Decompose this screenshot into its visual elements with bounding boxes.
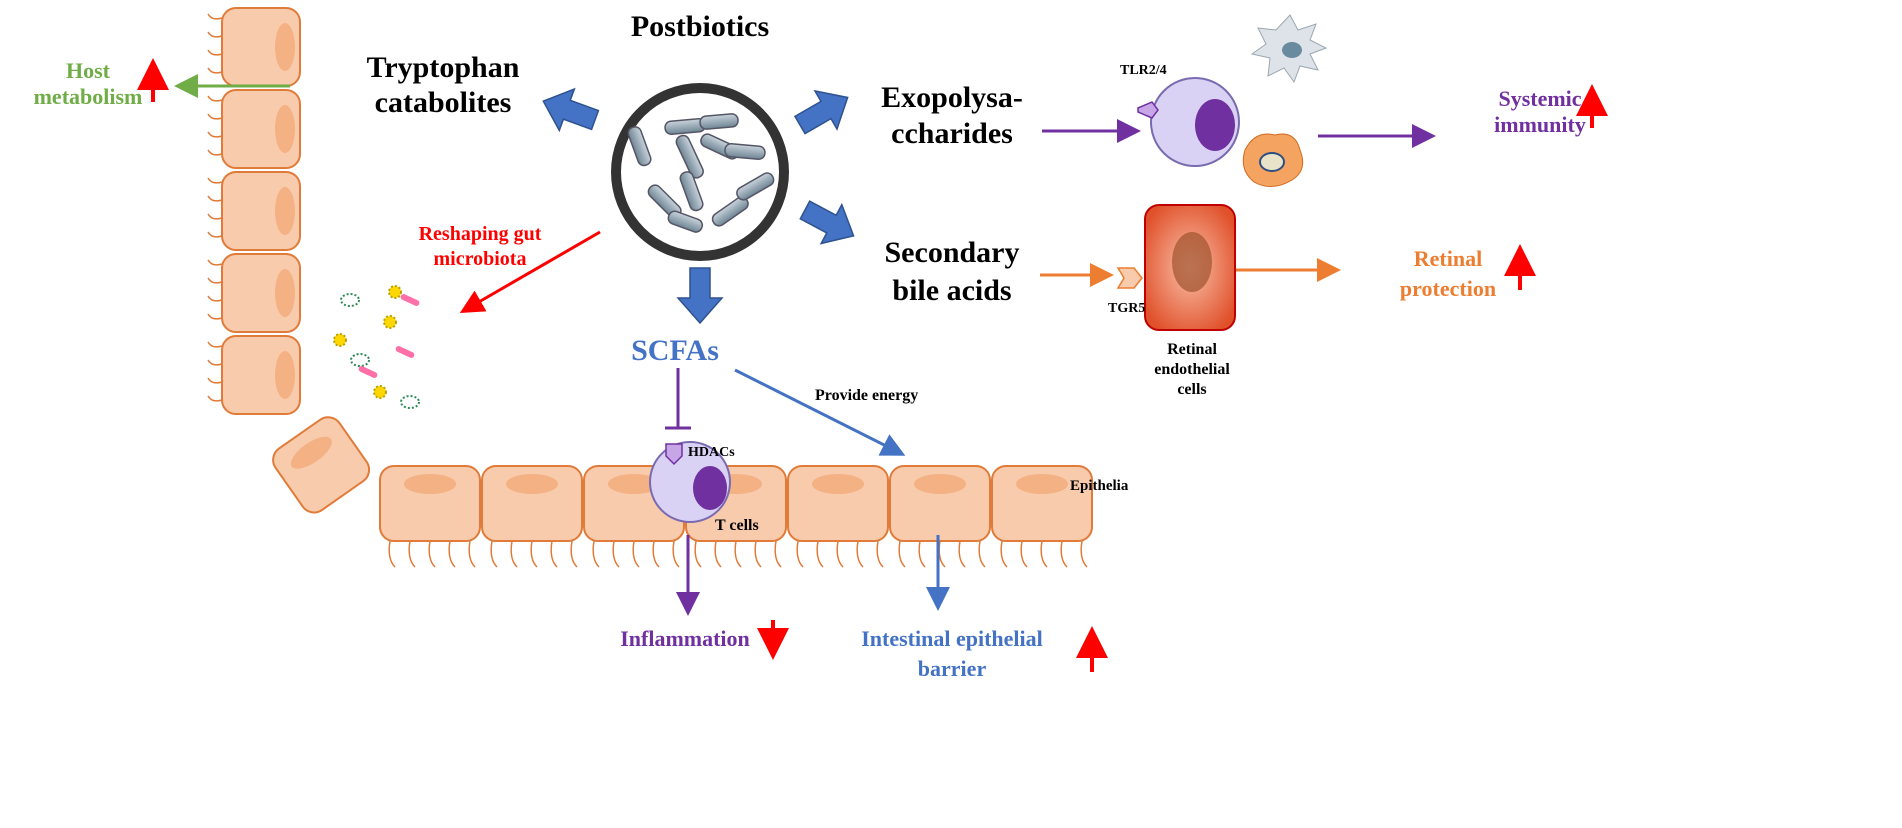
retinal-cell-label-2: endothelial: [1154, 361, 1230, 378]
tlr-label: TLR2/4: [1120, 63, 1167, 78]
epithelial-cell: [207, 7, 301, 87]
tgr5-label: TGR5: [1108, 301, 1145, 316]
microbe-icon: [388, 285, 402, 299]
epithelial-cell: [379, 465, 481, 568]
tryptophan-label-2: catabolites: [375, 86, 512, 119]
microbe-icon: [395, 346, 415, 358]
retinal-cell-label: Retinal: [1167, 341, 1217, 358]
microbe-icon: [373, 385, 387, 399]
microbiota-label: Reshaping gut: [419, 223, 542, 245]
epithelial-cell: [272, 416, 371, 514]
epithelial-column: [207, 7, 371, 514]
t-cells-label: T cells: [715, 517, 759, 534]
systemic-immunity-label-2: immunity: [1494, 112, 1586, 137]
arrow-provide-energy: [734, 368, 906, 456]
eps-label: Exopolysa-: [881, 81, 1023, 114]
epithelial-cell: [889, 465, 991, 568]
blue-block-arrows: [542, 87, 855, 325]
tryptophan-label: Tryptophan: [367, 51, 520, 84]
bile-label: Secondary: [885, 236, 1020, 269]
epithelial-cell: [207, 253, 301, 333]
microbe-icon: [358, 366, 378, 378]
microbe-icon: [400, 294, 420, 306]
microbe-icon: [350, 353, 370, 367]
epithelia-label: Epithelia: [1070, 478, 1129, 494]
microbe-icon: [383, 315, 397, 329]
epithelial-cell: [207, 89, 301, 169]
retinal-endothelial-cell: [1116, 204, 1236, 331]
arrow-to-eps: [793, 89, 849, 135]
bile-label-2: bile acids: [892, 274, 1011, 307]
retinal-cell-label-3: cells: [1177, 381, 1206, 398]
immune-cell: [1137, 77, 1240, 167]
retinal-protection-label: Retinal: [1414, 246, 1482, 271]
host-metabolism-label: Host: [66, 58, 111, 83]
epithelial-cell: [207, 171, 301, 251]
t-cell: [649, 441, 731, 523]
provide-energy-label: Provide energy: [815, 387, 918, 404]
barrier-label-2: barrier: [918, 656, 987, 681]
microbe-icon: [400, 395, 420, 409]
microbe-icon: [340, 293, 360, 307]
tlr-receptor-icon: [1137, 101, 1159, 119]
arrow-to-tryptophan: [542, 87, 600, 133]
eps-label-2: ccharides: [891, 117, 1013, 150]
arrow-to-bile: [799, 200, 855, 245]
scfa-label: SCFAs: [631, 334, 719, 367]
epithelial-row: [379, 465, 1093, 568]
arrow-to-scfa: [676, 267, 724, 325]
epithelial-cell: [787, 465, 889, 568]
epithelial-cell: [207, 335, 301, 415]
hdac-receptor-icon: [665, 443, 683, 466]
epithelial-cell: [481, 465, 583, 568]
gut-microbes: [333, 285, 420, 409]
barrier-label: Intestinal epithelial: [861, 626, 1043, 651]
host-metabolism-label-2: metabolism: [34, 84, 143, 109]
hdacs-label: HDACs: [688, 445, 735, 460]
title: Postbiotics: [631, 10, 769, 43]
arrow-microbiota: [459, 230, 601, 314]
retinal-protection-label-2: protection: [1400, 276, 1496, 301]
tgr5-receptor-icon: [1116, 267, 1143, 289]
epithelial-cell: [991, 465, 1093, 568]
inflammation-label: Inflammation: [620, 626, 750, 651]
postbiotics-bacteria-circle: [611, 83, 789, 261]
systemic-immunity-label: Systemic: [1498, 86, 1581, 111]
inhibition-line: [665, 368, 691, 430]
macrophage-icon: [1242, 133, 1304, 187]
microbiota-label-2: microbiota: [434, 248, 527, 270]
microbe-icon: [333, 333, 347, 347]
dendritic-cell-icon: [1250, 14, 1328, 84]
